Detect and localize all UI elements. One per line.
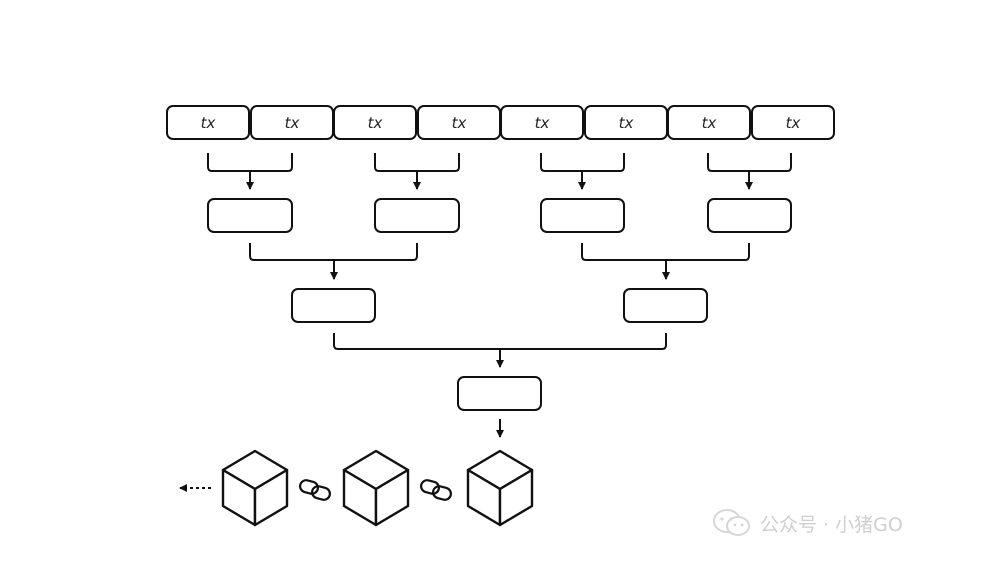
connectors-level-1 [207, 153, 792, 190]
hash-box [291, 288, 376, 323]
tx-label: tx [285, 114, 300, 132]
tx-label: tx [535, 114, 550, 132]
bracket-connector [581, 243, 750, 261]
bracket-connector [540, 153, 625, 172]
chain-link-icon [420, 479, 452, 501]
bracket-connector [207, 153, 293, 172]
tx-label: tx [702, 114, 717, 132]
tx-label: tx [619, 114, 634, 132]
merkle-root-box [457, 376, 542, 411]
tx-box: tx [166, 105, 250, 140]
bracket-connector [333, 333, 667, 350]
wechat-icon [713, 509, 750, 536]
tx-row: tx tx tx tx tx tx tx tx [166, 105, 835, 140]
tx-box: tx [250, 105, 334, 140]
tx-label: tx [368, 114, 383, 132]
tx-label: tx [452, 114, 467, 132]
hash-box [374, 198, 460, 233]
tx-label: tx [201, 114, 216, 132]
tx-box: tx [584, 105, 668, 140]
tx-box: tx [333, 105, 417, 140]
chain-link-icon [299, 479, 331, 501]
bracket-connector [249, 243, 418, 261]
hash-box [207, 198, 293, 233]
hash-row-level-1 [207, 198, 792, 233]
hash-row-level-2 [291, 288, 708, 323]
bracket-connector [374, 153, 460, 172]
blockchain [179, 449, 534, 527]
watermark-text: 公众号 · 小猪GO [760, 513, 903, 536]
tx-label: tx [786, 114, 801, 132]
tx-box: tx [751, 105, 835, 140]
tx-box: tx [500, 105, 584, 140]
connectors-level-3 [333, 333, 667, 368]
block-cube-icon [342, 449, 410, 527]
tx-box: tx [417, 105, 501, 140]
block-cube-icon [466, 449, 534, 527]
hash-box [623, 288, 708, 323]
block-cube-icon [221, 449, 289, 527]
connectors-level-2 [249, 243, 750, 280]
hash-box [707, 198, 792, 233]
bracket-connector [707, 153, 792, 172]
watermark: 公众号 · 小猪GO [712, 505, 903, 541]
hash-box [540, 198, 625, 233]
tx-box: tx [667, 105, 751, 140]
